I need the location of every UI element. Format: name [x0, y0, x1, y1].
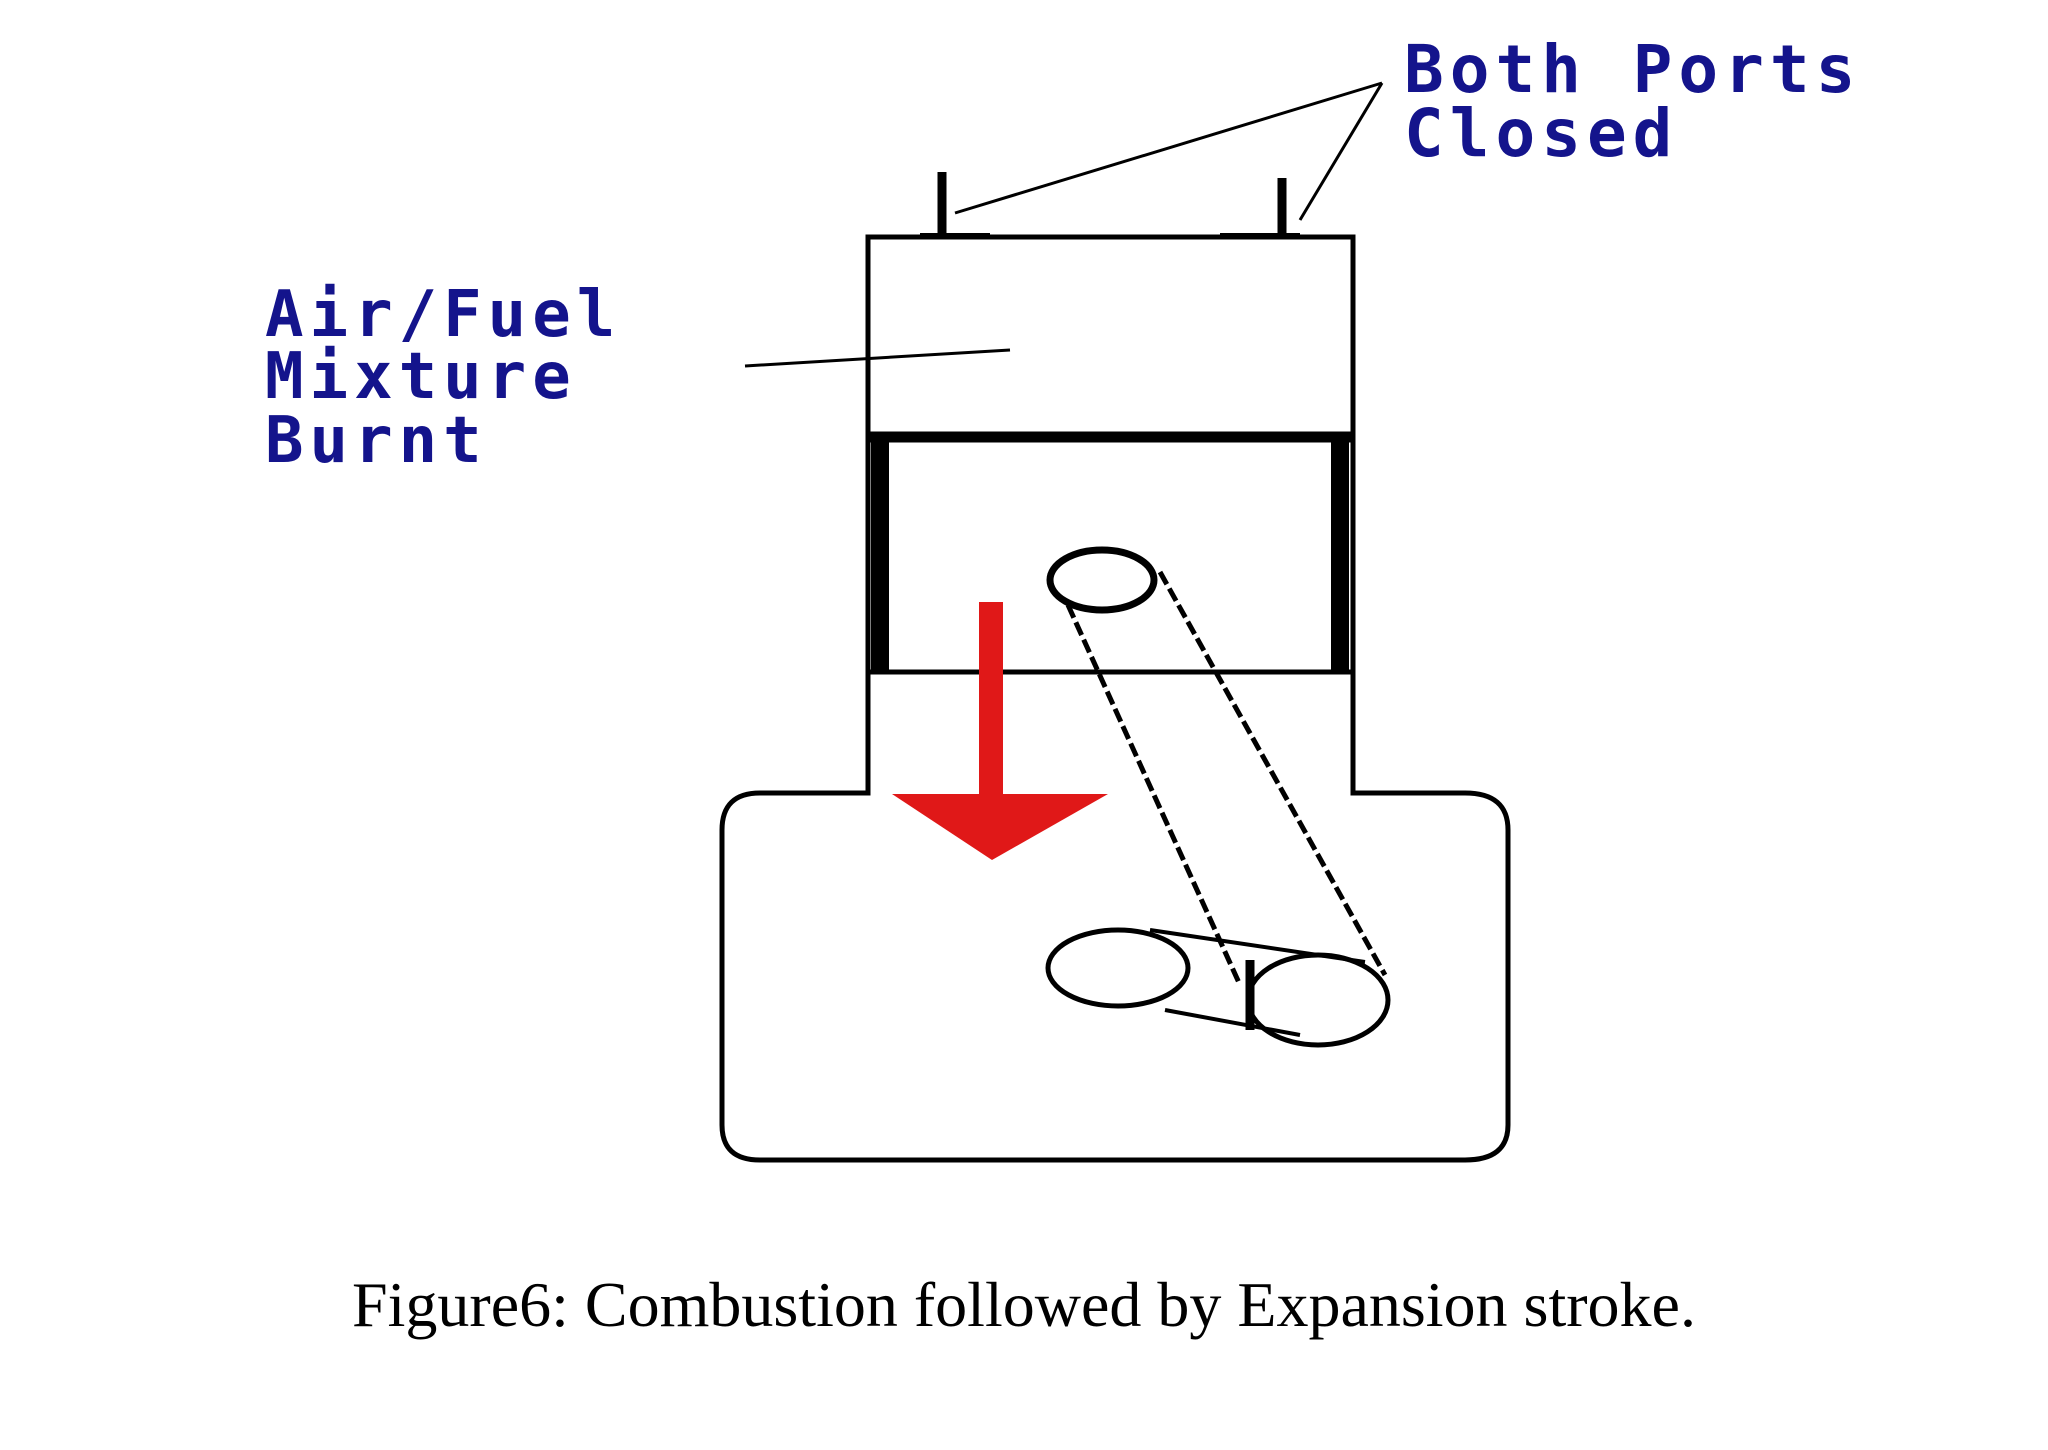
ports-label-line1: Both Ports [1404, 31, 1861, 108]
mixture-leader-line [744, 348, 1011, 368]
mixture-label-line1: Air/Fuel [265, 278, 621, 352]
exhaust-valve [1220, 178, 1300, 239]
connecting-rod [1065, 570, 1388, 987]
mixture-label-line2: Mixture [265, 340, 577, 414]
mixture-label-line3: Burnt [265, 404, 488, 478]
piston [868, 431, 1353, 675]
intake-valve [920, 172, 990, 239]
ports-label-line2: Closed [1404, 95, 1678, 172]
crankshaft [1045, 927, 1391, 1048]
combustion-chamber [865, 234, 1356, 440]
arrow-down-icon [892, 602, 1108, 860]
crankcase [719, 437, 1511, 1163]
ports-leader-lines [954, 81, 1384, 221]
gudgeon-pin [1046, 546, 1158, 614]
figure-caption: Figure6: Combustion followed by Expansio… [352, 1269, 1696, 1340]
